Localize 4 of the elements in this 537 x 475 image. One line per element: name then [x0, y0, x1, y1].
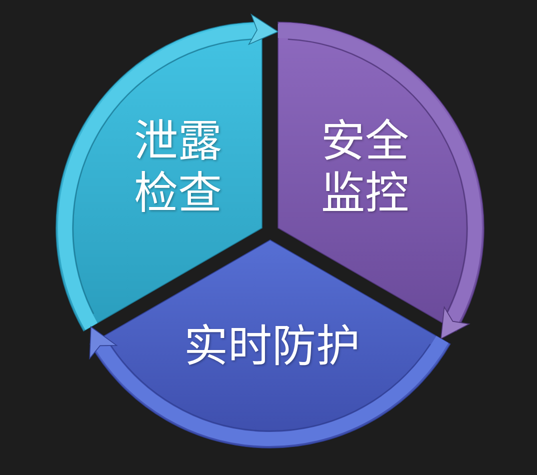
segment-label: 泄露检查 — [133, 116, 223, 220]
segment-label: 安全监控 — [320, 116, 410, 220]
cycle-segment — [90, 240, 450, 448]
segment-label: 实时防护 — [182, 321, 361, 373]
